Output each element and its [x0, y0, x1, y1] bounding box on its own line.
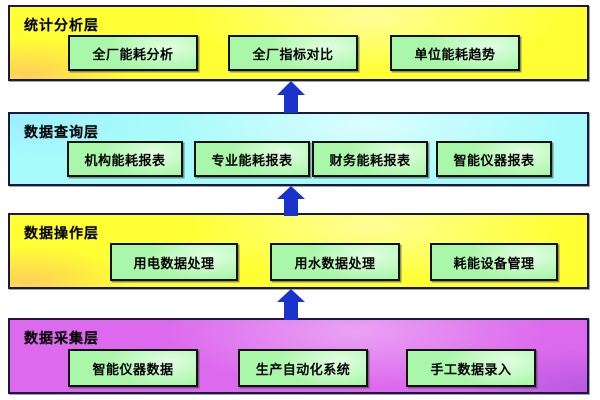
node-water-data-processing[interactable]: 用水数据处理: [270, 243, 400, 281]
node-electricity-data-processing[interactable]: 用电数据处理: [110, 243, 238, 281]
layer-data-operation[interactable]: 数据操作层 用电数据处理 用水数据处理 耗能设备管理: [8, 213, 589, 289]
node-smart-meter-report[interactable]: 智能仪器报表: [436, 141, 552, 177]
layer-title-data-query: 数据查询层: [24, 125, 99, 141]
node-label: 生产自动化系统: [255, 362, 351, 378]
node-label: 机构能耗报表: [84, 153, 166, 169]
node-full-plant-index-comparison[interactable]: 全厂指标对比: [228, 35, 358, 71]
node-professional-energy-report[interactable]: 专业能耗报表: [194, 141, 310, 177]
node-smart-meter-data[interactable]: 智能仪器数据: [68, 349, 198, 387]
layer-title-statistical-analysis: 统计分析层: [24, 18, 99, 34]
node-label: 智能仪器数据: [92, 362, 174, 378]
node-label: 财务能耗报表: [329, 153, 411, 169]
layer-title-data-collection: 数据采集层: [24, 331, 99, 347]
node-production-automation-system[interactable]: 生产自动化系统: [238, 349, 368, 387]
node-full-plant-energy-analysis[interactable]: 全厂能耗分析: [68, 35, 198, 71]
arrow-operation-to-query-icon: [275, 186, 307, 216]
node-label: 全厂指标对比: [252, 47, 334, 63]
node-financial-energy-report[interactable]: 财务能耗报表: [312, 141, 428, 177]
node-label: 手工数据录入: [430, 362, 512, 378]
node-label: 耗能设备管理: [453, 256, 535, 272]
node-label: 用水数据处理: [294, 256, 376, 272]
layer-statistical-analysis[interactable]: 统计分析层 全厂能耗分析 全厂指标对比 单位能耗趋势: [8, 5, 589, 81]
node-energy-equipment-management[interactable]: 耗能设备管理: [430, 243, 558, 281]
layer-title-data-operation: 数据操作层: [24, 226, 99, 242]
node-manual-data-entry[interactable]: 手工数据录入: [406, 349, 536, 387]
node-label: 全厂能耗分析: [92, 47, 174, 63]
node-unit-energy-trend[interactable]: 单位能耗趋势: [390, 35, 520, 71]
arrow-collection-to-operation-icon: [275, 289, 307, 320]
node-label: 专业能耗报表: [211, 153, 293, 169]
node-label: 智能仪器报表: [453, 153, 535, 169]
layer-data-collection[interactable]: 数据采集层 智能仪器数据 生产自动化系统 手工数据录入: [8, 318, 589, 394]
node-organization-energy-report[interactable]: 机构能耗报表: [67, 141, 183, 177]
layer-data-query[interactable]: 数据查询层 机构能耗报表 专业能耗报表 财务能耗报表 智能仪器报表: [8, 112, 589, 186]
node-label: 用电数据处理: [133, 256, 215, 272]
node-label: 单位能耗趋势: [414, 47, 496, 63]
arrow-query-to-analysis-icon: [275, 81, 307, 113]
